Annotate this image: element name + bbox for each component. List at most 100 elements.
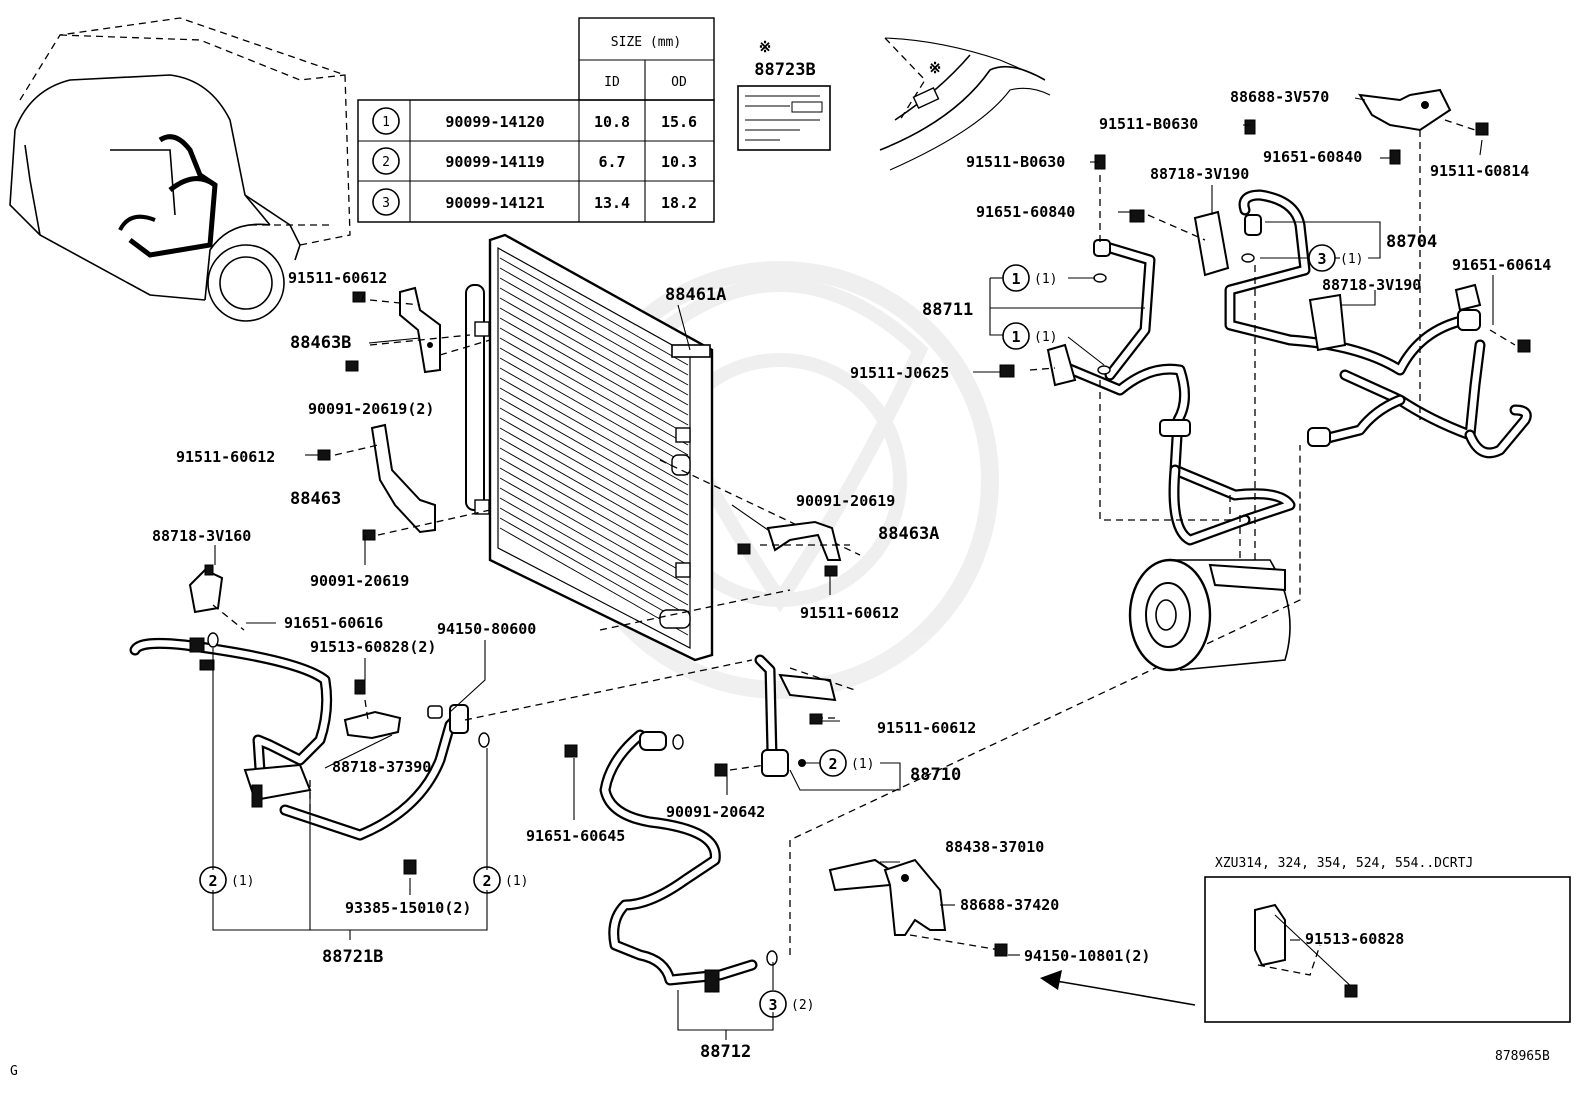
sticker-mark: ※ — [759, 38, 772, 56]
part-label: 90091-20642 — [666, 803, 765, 821]
compressor — [1128, 515, 1291, 672]
part-label: 94150-10801(2) — [1024, 947, 1150, 965]
inset-box: XZU314, 324, 354, 524, 554..DCRTJ — [1040, 856, 1571, 1023]
callout-3a: 3 (1) — [1308, 244, 1363, 272]
callout-number: 2 — [828, 755, 837, 773]
size-table-row-id: 6.7 — [598, 153, 625, 171]
size-table-row-mark: 1 — [382, 115, 390, 130]
part-label: 88463 — [290, 489, 341, 509]
part-label: 88718-3V190 — [1322, 276, 1421, 294]
part-label: 91513-60828 — [1305, 930, 1404, 948]
callout-qty: (1) — [1340, 252, 1363, 267]
callout-qty: (2) — [791, 998, 814, 1013]
callout-number: 1 — [1011, 270, 1020, 288]
part-label: 91511-J0625 — [850, 364, 949, 382]
hose-assembly-88721B — [129, 564, 753, 875]
size-table-header: SIZE (mm) — [611, 35, 681, 50]
part-label: 91651-60616 — [284, 614, 383, 632]
callout-2c: 2 (1) — [819, 749, 874, 777]
tube-88712 — [564, 445, 1301, 993]
size-table-col-od: OD — [671, 75, 687, 90]
part-label: 94150-80600 — [437, 620, 536, 638]
callout-number: 2 — [208, 872, 217, 890]
callout-qty: (1) — [505, 874, 528, 889]
bracket-88463B — [345, 286, 491, 374]
label-sticker: ※ 88723B — [737, 38, 831, 151]
tube-88711 — [999, 175, 1296, 546]
size-table-col-id: ID — [604, 75, 620, 90]
part-label: 90091-20619 — [796, 492, 895, 510]
part-label: 88710 — [910, 765, 961, 785]
callout-number: 3 — [768, 996, 777, 1014]
size-table-row-od: 10.3 — [661, 153, 697, 171]
part-label: 93385-15010(2) — [345, 899, 471, 917]
callout-qty: (1) — [1034, 330, 1057, 345]
part-label: 88718-37390 — [332, 758, 431, 776]
part-label: 91651-60645 — [526, 827, 625, 845]
part-label: 90091-20619 — [310, 572, 409, 590]
callout-number: 3 — [1317, 250, 1326, 268]
part-label: 91511-60612 — [877, 719, 976, 737]
size-table-row-od: 15.6 — [661, 113, 697, 131]
callout-qty: (1) — [231, 874, 254, 889]
part-label: 91651-60614 — [1452, 256, 1551, 274]
part-label: 91651-60840 — [976, 203, 1075, 221]
size-table-row-mark: 2 — [382, 155, 390, 170]
sticker-location-mark: ※ — [929, 59, 942, 77]
part-label: 90091-20619(2) — [308, 400, 434, 418]
part-labels: 88461A 88463B 91511-60612 90091-20619(2)… — [152, 88, 1551, 1062]
condenser-assembly — [465, 233, 714, 662]
part-label: 88711 — [922, 300, 973, 320]
part-label: 91511-B0630 — [966, 153, 1065, 171]
inset-title: XZU314, 324, 354, 524, 554..DCRTJ — [1215, 856, 1473, 871]
part-label: 91513-60828(2) — [310, 638, 436, 656]
bracket-88463A — [599, 459, 861, 631]
part-label: 88463A — [878, 524, 939, 544]
size-table: SIZE (mm) ID OD 1 90099-14120 10.8 15.6 … — [357, 17, 715, 223]
tube-88704 — [1129, 189, 1532, 560]
part-label: 91511-B0630 — [1099, 115, 1198, 133]
part-label: 88721B — [322, 947, 383, 967]
size-table-row-id: 13.4 — [594, 194, 630, 212]
bracket-88463 — [317, 423, 491, 541]
callout-number: 1 — [1011, 328, 1020, 346]
callout-qty: (1) — [851, 757, 874, 772]
part-label: 91511-60612 — [288, 269, 387, 287]
bracket-88688-3V570 — [1094, 88, 1489, 420]
footer-figure-number: 878965B — [1495, 1049, 1550, 1064]
part-label: 88718-3V160 — [152, 527, 251, 545]
size-table-row-od: 18.2 — [661, 194, 697, 212]
part-label: 91511-60612 — [176, 448, 275, 466]
callout-3b: 3 (2) — [759, 990, 814, 1018]
part-label: 88688-3V570 — [1230, 88, 1329, 106]
part-label: 88704 — [1386, 232, 1437, 252]
part-label: 88718-3V190 — [1150, 165, 1249, 183]
truck-illustration — [9, 17, 351, 322]
footer-left-code: G — [10, 1064, 18, 1079]
part-label: 88438-37010 — [945, 838, 1044, 856]
part-label: 91651-60840 — [1263, 148, 1362, 166]
size-table-row-part: 90099-14121 — [445, 194, 544, 212]
part-label: 88461A — [665, 285, 726, 305]
callout-number: 2 — [482, 872, 491, 890]
bracket-88688-37420 — [828, 858, 1008, 957]
sticker-part-number: 88723B — [754, 60, 815, 80]
size-table-row-id: 10.8 — [594, 113, 630, 131]
size-table-row-mark: 3 — [382, 196, 390, 211]
size-table-row-part: 90099-14120 — [445, 113, 544, 131]
part-label: 88688-37420 — [960, 896, 1059, 914]
part-label: 88712 — [700, 1042, 751, 1062]
hood-location-sketch: ※ — [879, 37, 1051, 171]
part-label: 88463B — [290, 333, 351, 353]
size-table-row-part: 90099-14119 — [445, 153, 544, 171]
part-label: 91511-60612 — [800, 604, 899, 622]
callout-1a: 1 (1) — [1002, 264, 1057, 292]
callout-2b: 2 (1) — [473, 866, 528, 894]
callout-2a: 2 (1) — [199, 866, 254, 894]
part-label: 91511-G0814 — [1430, 162, 1529, 180]
callout-qty: (1) — [1034, 272, 1057, 287]
callout-1b: 1 (1) — [1002, 322, 1057, 350]
leader-lines — [212, 97, 1494, 1040]
